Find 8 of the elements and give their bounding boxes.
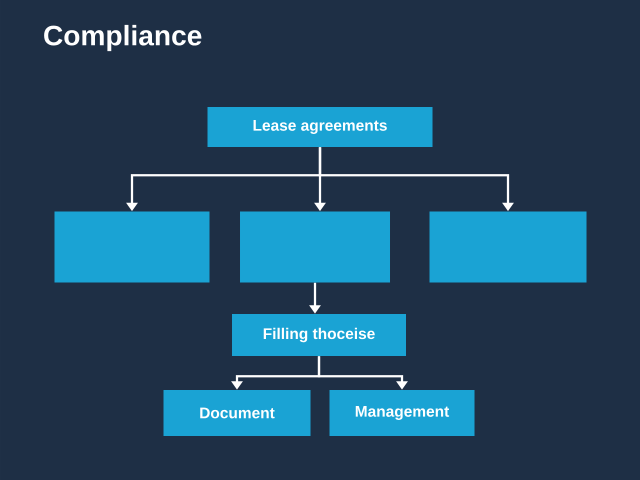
process-box: Lease agreements xyxy=(208,107,432,147)
process-box xyxy=(54,212,210,282)
process-box: Management xyxy=(330,390,474,436)
title: Compliance xyxy=(44,24,202,52)
process-box xyxy=(430,212,586,282)
process-box: Filling thoceise xyxy=(232,314,406,356)
process-box: Document xyxy=(164,390,310,436)
process-box xyxy=(240,212,390,282)
